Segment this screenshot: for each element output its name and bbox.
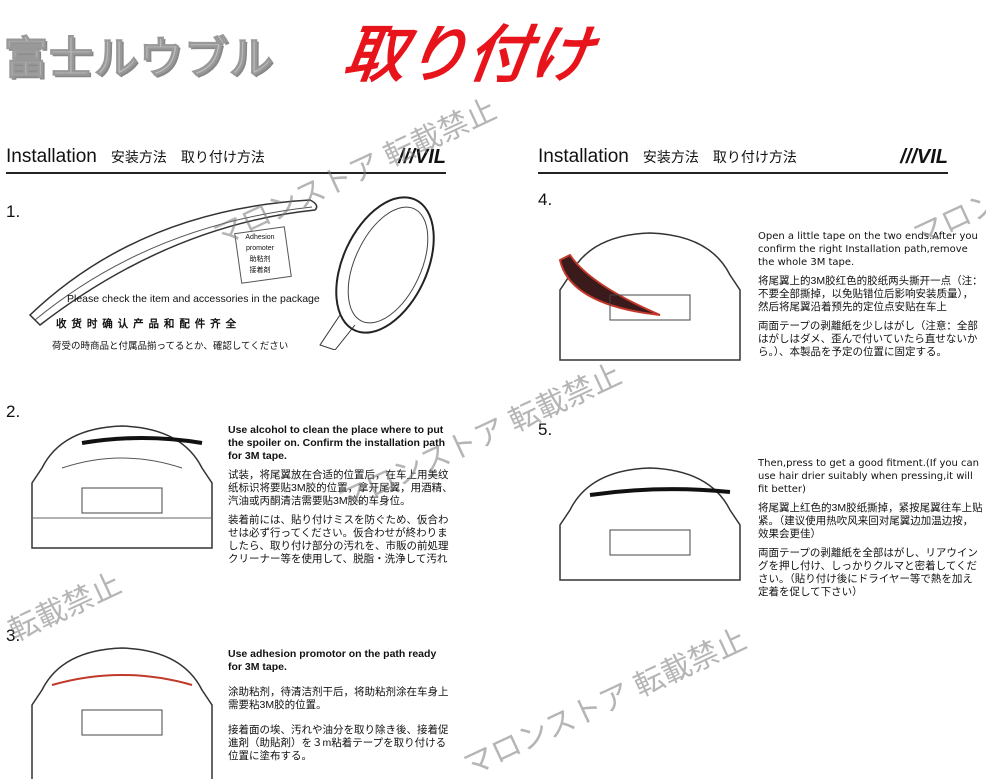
header-sub-zh: 安装方法: [642, 149, 699, 165]
step-text-zh: 收 货 时 确 认 产 品 和 配 件 齐 全: [56, 318, 237, 330]
header-title: Installation: [538, 146, 629, 167]
step-3-text: Use adhesion promotor on the path ready …: [228, 648, 453, 769]
step-text-en: Use adhesion promotor on the path ready …: [228, 648, 437, 673]
brand-logo: 富士ルウブル: [4, 34, 274, 84]
step-number: 3.: [6, 626, 21, 645]
car-rear-illustration: [558, 232, 741, 361]
car-rear-illustration: [559, 467, 741, 581]
header-title: Installation: [6, 146, 97, 167]
step-text-zh: 涂助粘剂，待清洁剂干后，将助粘剂涂在车身上需要粘3M胶的位置。: [228, 686, 449, 711]
label-ja: 接着剤: [249, 267, 271, 274]
banner-title: 取り付け: [339, 21, 597, 90]
step-text-zh: 将尾翼上红色的3M胶纸撕掉，紧按尾翼往车上贴紧。（建议使用热吹风来回对尾翼边加温…: [758, 502, 983, 540]
label-zh: 助粘剂: [249, 256, 271, 263]
step-text-zh: 将尾翼上的3M胶红色的胶纸两头撕开一点（注：不要全部撕掉，以免贴错位后影响安装质…: [758, 275, 983, 313]
step-text-ja: 両面テープの剥離紙を少しはがし（注意：全部はがしはダメ、歪んで付いていたら直せな…: [758, 320, 978, 358]
spoiler-kit-illustration: [28, 196, 435, 350]
step-number: 4.: [538, 190, 553, 209]
header-right: Installation 安装方法取り付け方法 ///VIL: [538, 146, 948, 174]
step-number: 1.: [6, 202, 21, 221]
step-text-ja: 両面テープの剥離紙を全部はがし、リアウイングを押し付け、しっかりクルマと密着して…: [758, 547, 978, 598]
car-rear-illustration: [31, 647, 213, 779]
step-text-ja: 装着前には、貼り付けミスを防ぐため、仮合わせは必ず行ってください。仮合わせが終わ…: [228, 514, 449, 565]
label-en: Adhesion promoter: [245, 234, 275, 252]
step-text-en: Open a little tape on the two ends.After…: [758, 231, 978, 268]
header-left: Installation 安装方法取り付け方法 ///VIL: [6, 146, 446, 174]
vil-logo: ///VIL: [398, 146, 446, 168]
header-sub-ja: 取り付け方法: [712, 149, 797, 165]
watermark: マロンストア 転載禁止: [458, 623, 752, 779]
step-number: 5.: [538, 420, 553, 439]
header-sub-ja: 取り付け方法: [180, 149, 265, 165]
vil-logo: ///VIL: [900, 146, 948, 168]
step-text-en: Please check the item and accessories in…: [67, 293, 320, 305]
header-sub-zh: 安装方法: [110, 149, 167, 165]
step-text-ja: 荷受の時商品と付属品揃ってるとか、確認してください: [52, 341, 289, 352]
step-number: 2.: [6, 402, 21, 421]
step-4-text: Open a little tape on the two ends.After…: [758, 230, 983, 365]
step-5-text: Then,press to get a good fitment.(If you…: [758, 457, 983, 605]
step-text-en: Use alcohol to clean the place where to …: [228, 424, 446, 462]
step-text-en: Then,press to get a good fitment.(If you…: [758, 458, 979, 495]
step-text-zh: 试装，将尾翼放在合适的位置后，在车上用美纹纸标识将要贴3M胶的位置，拿开尾翼，用…: [228, 469, 453, 507]
step-text-ja: 接着面の埃、汚れや油分を取り除き後、接着促進剤（助貼剤）を３m粘着テープを取り付…: [228, 724, 449, 762]
adhesion-promoter-label: Adhesion promoter 助粘剂接着剤: [243, 232, 277, 276]
car-rear-illustration: [31, 425, 213, 549]
step-2-text: Use alcohol to clean the place where to …: [228, 424, 453, 572]
